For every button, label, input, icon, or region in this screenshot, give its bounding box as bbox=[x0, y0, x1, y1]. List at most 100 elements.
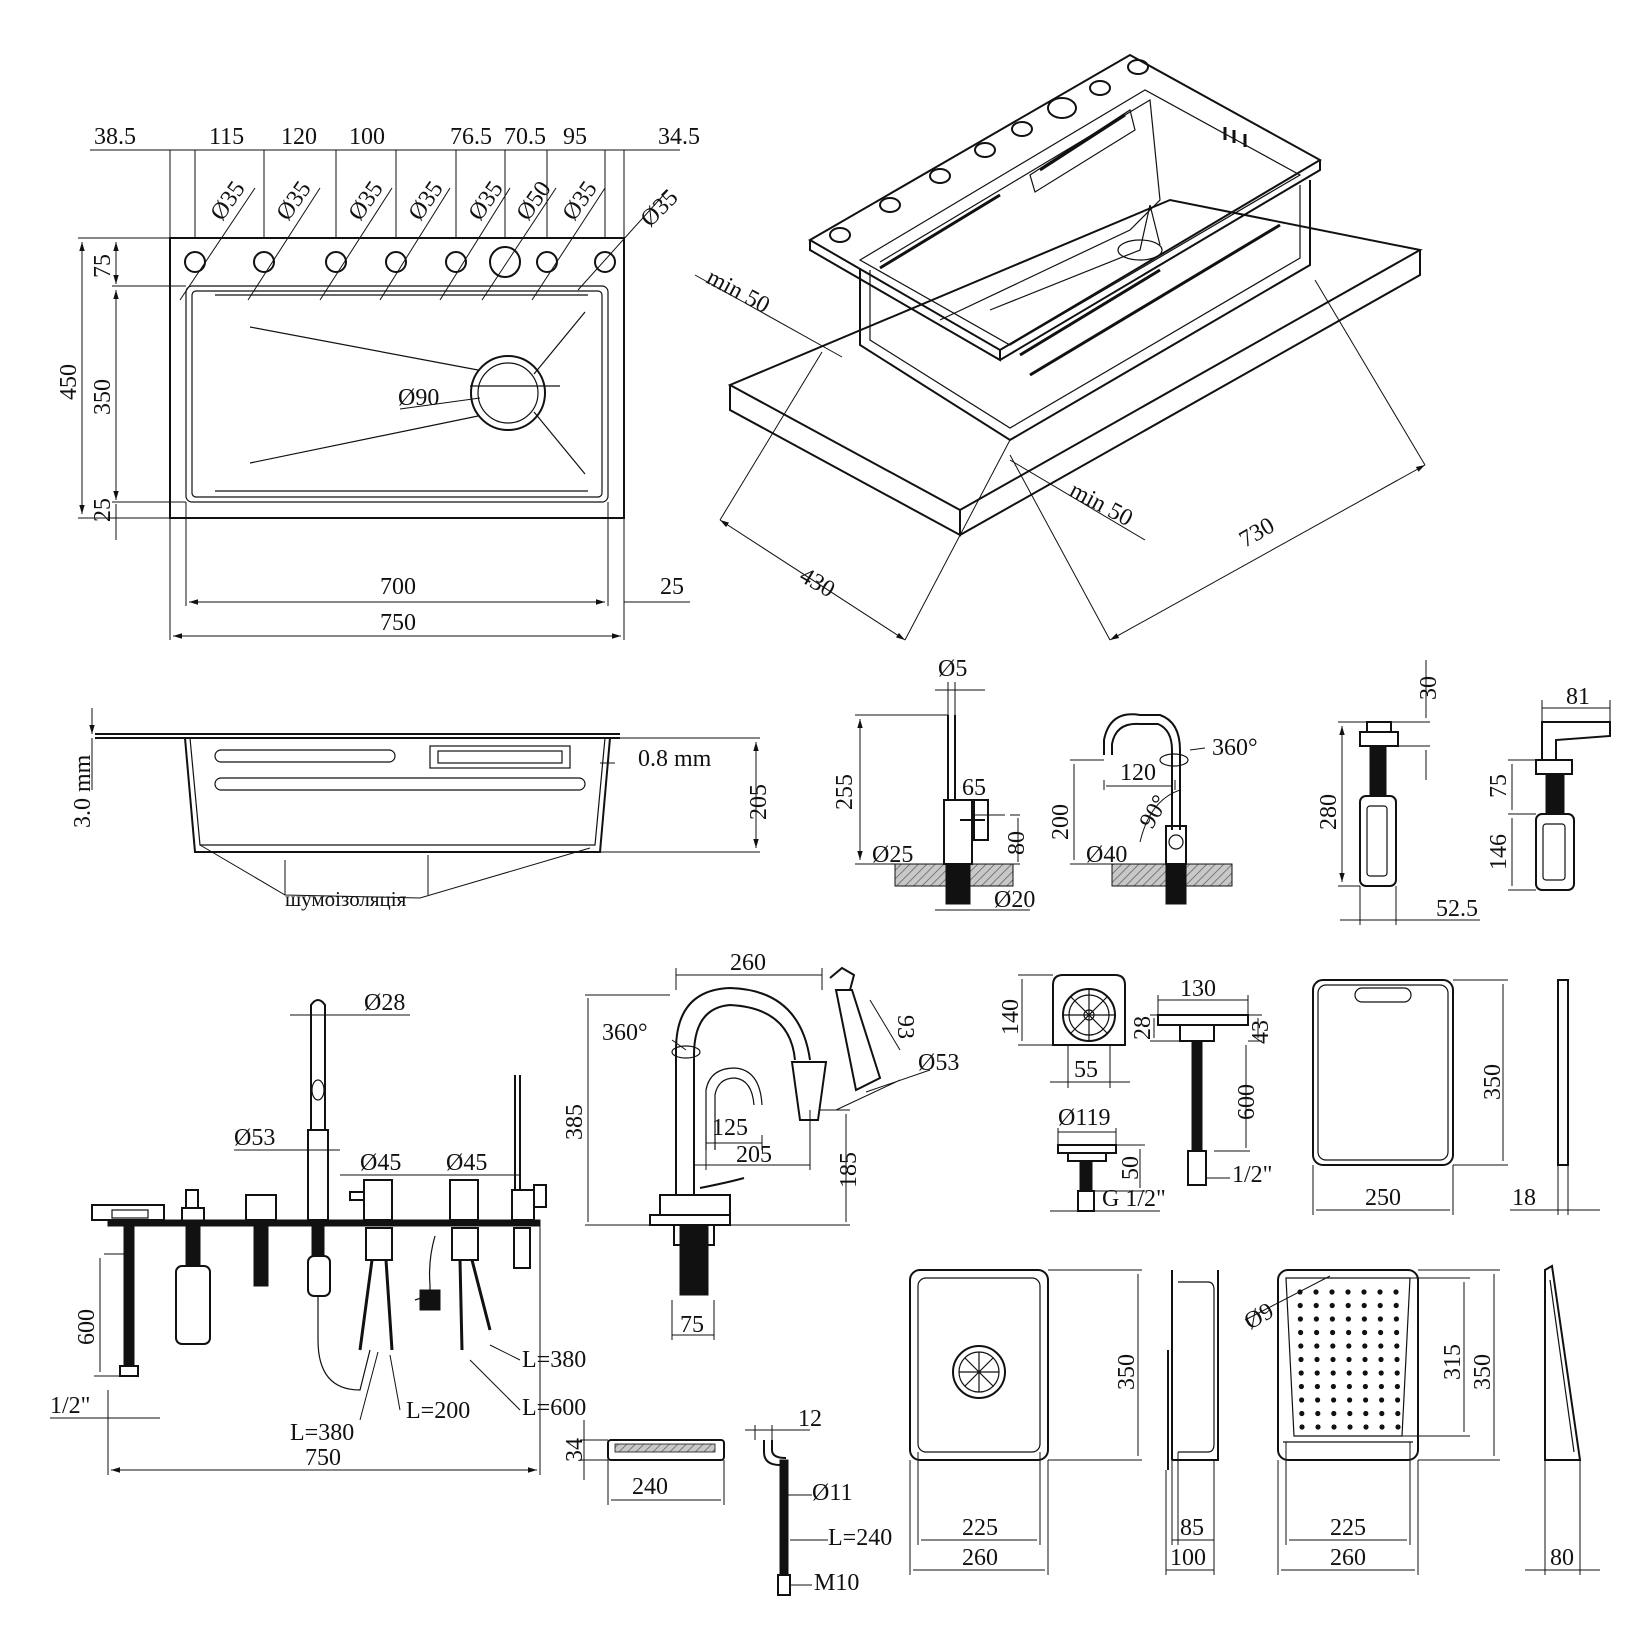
colander-hole bbox=[1298, 1356, 1304, 1363]
swivel-rotation: 360° bbox=[1212, 735, 1258, 761]
hose-1: L=380 bbox=[290, 1420, 354, 1446]
pullout-spout-height: 185 bbox=[836, 1152, 862, 1188]
pullout-mid-reach: 205 bbox=[736, 1142, 772, 1168]
colander-hole bbox=[1314, 1370, 1320, 1376]
colander-hole bbox=[1297, 1302, 1303, 1309]
colander-outer-height: 350 bbox=[1470, 1354, 1496, 1390]
colander-hole bbox=[1347, 1410, 1353, 1417]
colander-hole bbox=[1314, 1343, 1320, 1349]
basin-height: 350 bbox=[1114, 1354, 1140, 1390]
assembly-width: 750 bbox=[305, 1445, 341, 1471]
colander-hole bbox=[1329, 1289, 1335, 1295]
colander-hole bbox=[1298, 1329, 1304, 1336]
colander-hole bbox=[1362, 1343, 1368, 1349]
hole-diameter-8: Ø35 bbox=[636, 185, 684, 233]
colander-hole bbox=[1298, 1370, 1304, 1376]
colander-hole bbox=[1315, 1397, 1321, 1403]
colander-hole bbox=[1393, 1316, 1399, 1322]
pullout-rotation: 360° bbox=[602, 1020, 648, 1046]
hose-thread: 1/2" bbox=[50, 1393, 90, 1419]
colander-hole bbox=[1329, 1316, 1335, 1322]
colander-hole bbox=[1345, 1289, 1351, 1295]
basin-side: 85 100 bbox=[1165, 1270, 1219, 1575]
colander-hole bbox=[1378, 1343, 1384, 1349]
pullout-height: 385 bbox=[562, 1104, 588, 1140]
colander: Ø9 315 350 225 260 bbox=[1240, 1269, 1500, 1575]
colander-hole bbox=[1298, 1343, 1304, 1349]
colander-hole bbox=[1314, 1383, 1320, 1390]
colander-hole bbox=[1329, 1302, 1335, 1309]
colander-hole bbox=[1362, 1329, 1368, 1336]
colander-hole bbox=[1313, 1316, 1319, 1322]
dispenser-nozzle: 81 bbox=[1566, 684, 1590, 710]
colander-side: 80 bbox=[1525, 1264, 1600, 1575]
swivel-faucet: 360° 120 200 90° Ø40 bbox=[1048, 713, 1258, 905]
colander-hole bbox=[1377, 1316, 1383, 1322]
colander-hole bbox=[1361, 1302, 1367, 1309]
dispenser-neck: 75 bbox=[1486, 774, 1512, 798]
colander-hole bbox=[1363, 1424, 1369, 1430]
strip-length: 240 bbox=[632, 1474, 668, 1500]
colander-hole bbox=[1393, 1302, 1399, 1309]
colander-hole bbox=[1377, 1289, 1383, 1295]
spacing-7: 95 bbox=[563, 124, 587, 150]
colander-hole bbox=[1379, 1424, 1385, 1430]
strip-height: 34 bbox=[562, 1438, 588, 1462]
hole-diameter-1: Ø35 bbox=[206, 177, 251, 226]
rinser-top-h2: 43 bbox=[1248, 1020, 1274, 1044]
colander-hole bbox=[1394, 1370, 1400, 1376]
mixer1-diameter: Ø45 bbox=[360, 1150, 401, 1176]
colander-hole bbox=[1346, 1383, 1352, 1390]
rinser-thread: 1/2" bbox=[1232, 1162, 1272, 1188]
faucet-assembly: Ø28 Ø53 Ø45 Ø45 600 1/2" 750 L=380 L=200… bbox=[50, 990, 586, 1475]
body-height: 80 bbox=[1004, 831, 1030, 855]
drain-pipe: 12 Ø11 L=240 M10 bbox=[745, 1406, 892, 1596]
colander-hole bbox=[1395, 1424, 1401, 1430]
spacing-3: 120 bbox=[281, 124, 317, 150]
colander-hole bbox=[1378, 1356, 1384, 1363]
pullout-low-reach: 125 bbox=[712, 1115, 748, 1141]
colander-hole bbox=[1299, 1424, 1305, 1430]
spacing-5: 76.5 bbox=[450, 124, 492, 150]
filter-faucet-height: 255 bbox=[832, 774, 858, 810]
colander-hole bbox=[1378, 1370, 1384, 1376]
pullout-base: 75 bbox=[680, 1312, 704, 1338]
hose-4: L=600 bbox=[522, 1395, 586, 1421]
total-width: 750 bbox=[380, 610, 416, 636]
dispenser-bottle: 146 bbox=[1486, 834, 1512, 870]
basin: 350 225 260 bbox=[909, 1269, 1142, 1575]
hole-diameter-6: Ø50 bbox=[512, 177, 557, 226]
board-height: 350 bbox=[1480, 1064, 1506, 1100]
colander-hole bbox=[1299, 1397, 1305, 1403]
cutting-board: 350 250 18 bbox=[1312, 979, 1600, 1215]
colander-holes bbox=[1297, 1289, 1401, 1430]
spacing-1: 38.5 bbox=[94, 124, 136, 150]
colander-hole bbox=[1362, 1383, 1368, 1390]
rinser-top-h1: 28 bbox=[1130, 1016, 1156, 1040]
rinser-height: 140 bbox=[998, 999, 1024, 1035]
colander-hole bbox=[1362, 1370, 1368, 1376]
colander-hole bbox=[1345, 1302, 1351, 1309]
iso-depth: 430 bbox=[795, 563, 839, 604]
base-diameter: Ø25 bbox=[872, 842, 913, 868]
rinser-plate: Ø119 50 G 1/2" bbox=[1050, 1105, 1166, 1212]
colander-hole bbox=[1346, 1343, 1352, 1349]
basin-inner-width: 225 bbox=[962, 1515, 998, 1541]
pipe-fitting: 12 bbox=[798, 1406, 822, 1432]
rinser-side: 130 28 43 600 1/2" bbox=[1130, 976, 1274, 1188]
iso-min-right: min 50 bbox=[1065, 477, 1137, 532]
soap-dispenser-side: 81 75 146 bbox=[1486, 684, 1611, 891]
colander-hole bbox=[1394, 1383, 1400, 1390]
colander-hole bbox=[1315, 1424, 1321, 1430]
colander-hole bbox=[1330, 1356, 1336, 1363]
board-thickness: 18 bbox=[1512, 1185, 1536, 1211]
side-view: 3.0 mm 0.8 mm 205 шумоізоляція bbox=[70, 708, 772, 911]
pullout-faucet: 260 360° 385 93 Ø53 125 205 185 75 bbox=[562, 950, 959, 1340]
swivel-height: 200 bbox=[1048, 804, 1074, 840]
spacing-2: 115 bbox=[209, 124, 244, 150]
colander-inner-width: 225 bbox=[1330, 1515, 1366, 1541]
spacing-4: 100 bbox=[349, 124, 385, 150]
rinser-top-width: 130 bbox=[1180, 976, 1216, 1002]
colander-hole bbox=[1331, 1397, 1337, 1403]
